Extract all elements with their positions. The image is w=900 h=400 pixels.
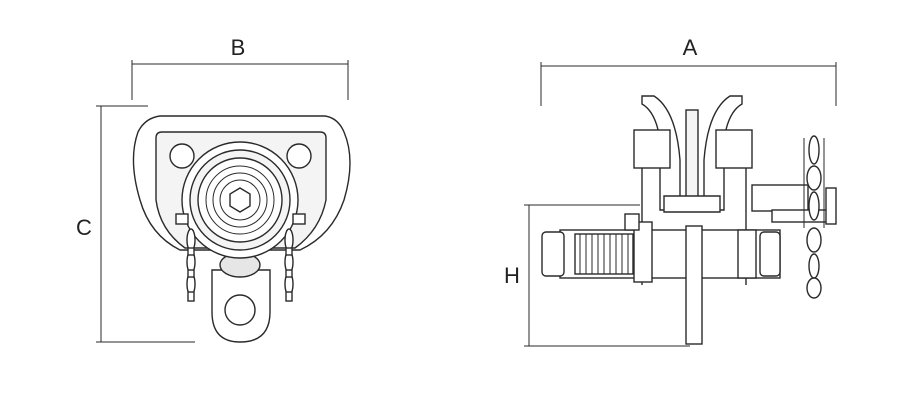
suspension-plate <box>685 225 703 345</box>
dimension-a-label: A <box>683 35 698 60</box>
end-nut-left <box>541 231 565 277</box>
dimension-b: B <box>131 35 349 100</box>
spacer-right <box>737 229 757 279</box>
rail-beam <box>663 109 721 213</box>
dimension-h: H <box>504 204 690 347</box>
front-view: B C <box>76 35 351 343</box>
end-nut-right <box>759 231 781 277</box>
dimension-h-label: H <box>504 263 520 288</box>
gear-hub <box>181 141 299 259</box>
suspension-eye <box>211 269 271 343</box>
hand-chain-right <box>284 228 294 302</box>
collar <box>633 221 653 283</box>
dimension-c-label: C <box>76 215 92 240</box>
hand-chain-left <box>186 228 196 302</box>
dimension-c: C <box>76 105 195 343</box>
mounting-hole-left <box>169 143 195 169</box>
collar-cap <box>624 213 640 231</box>
chain-wheel-bracket <box>751 184 837 225</box>
side-frame-left <box>633 129 671 169</box>
side-frame-right <box>715 129 753 169</box>
side-hand-chain <box>803 135 825 299</box>
dimension-a: A <box>540 35 837 106</box>
dimension-b-label: B <box>231 35 246 60</box>
axle-stub-left <box>175 213 189 225</box>
side-view: A H <box>504 35 837 347</box>
threaded-axle <box>574 233 634 275</box>
mounting-hole-right <box>286 143 312 169</box>
axle-stub-right <box>292 213 306 225</box>
